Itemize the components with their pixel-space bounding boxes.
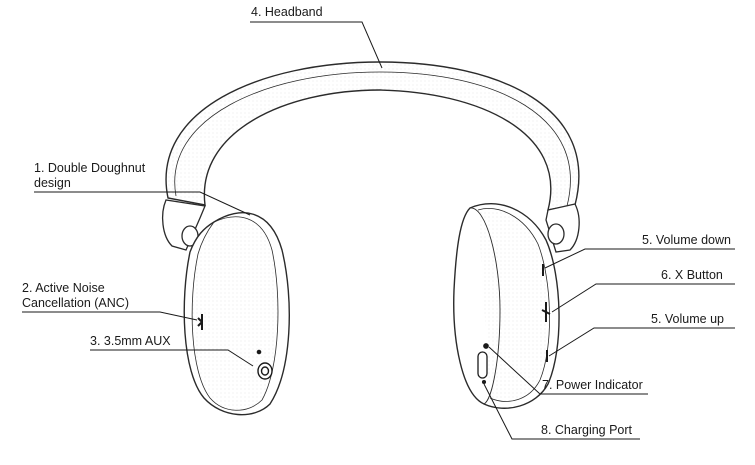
label-anc-line1: 2. Active Noise bbox=[22, 281, 105, 295]
label-anc-line2: Cancellation (ANC) bbox=[22, 296, 129, 310]
label-volume-down-text: 5. Volume down bbox=[642, 233, 731, 247]
leader-power-indicator bbox=[488, 346, 648, 395]
label-charging-port-text: 8. Charging Port bbox=[541, 423, 633, 437]
anc-switch-icon bbox=[197, 314, 203, 330]
label-power-indicator: 7. Power Indicator bbox=[542, 378, 643, 393]
label-charging-port: 8. Charging Port bbox=[541, 423, 632, 438]
leader-charging-port bbox=[483, 383, 640, 440]
leader-aux bbox=[90, 349, 254, 367]
leader-volume-up bbox=[548, 327, 735, 357]
right-yoke bbox=[545, 203, 580, 253]
label-x-button-text: 6. X Button bbox=[661, 268, 723, 282]
label-power-indicator-text: 7. Power Indicator bbox=[542, 378, 643, 392]
label-volume-up: 5. Volume up bbox=[651, 312, 724, 327]
x-button-icon bbox=[541, 302, 551, 322]
leader-doughnut bbox=[34, 191, 251, 216]
label-headband-text: 4. Headband bbox=[251, 5, 323, 19]
label-aux-text: 3. 3.5mm AUX bbox=[90, 334, 171, 348]
aux-port-icon bbox=[256, 349, 273, 380]
label-volume-down: 5. Volume down bbox=[642, 233, 731, 248]
left-yoke bbox=[161, 199, 206, 251]
leader-headband bbox=[250, 21, 383, 69]
leader-x-button bbox=[551, 283, 735, 313]
leader-lines bbox=[22, 21, 735, 440]
leader-volume-down bbox=[544, 248, 735, 269]
label-double-doughnut: 1. Double Doughnut design bbox=[34, 161, 145, 191]
charging-port-icon bbox=[477, 351, 488, 385]
label-x-button: 6. X Button bbox=[661, 268, 723, 283]
leader-anc bbox=[22, 311, 198, 321]
label-volume-up-text: 5. Volume up bbox=[651, 312, 724, 326]
label-aux: 3. 3.5mm AUX bbox=[90, 334, 171, 349]
label-headband: 4. Headband bbox=[251, 5, 323, 20]
label-double-doughnut-line1: 1. Double Doughnut bbox=[34, 161, 146, 175]
left-earcup bbox=[183, 212, 290, 416]
headband-shape bbox=[165, 61, 580, 211]
power-indicator-icon bbox=[483, 343, 489, 349]
label-double-doughnut-line2: design bbox=[34, 176, 71, 190]
label-anc: 2. Active Noise Cancellation (ANC) bbox=[22, 281, 129, 311]
